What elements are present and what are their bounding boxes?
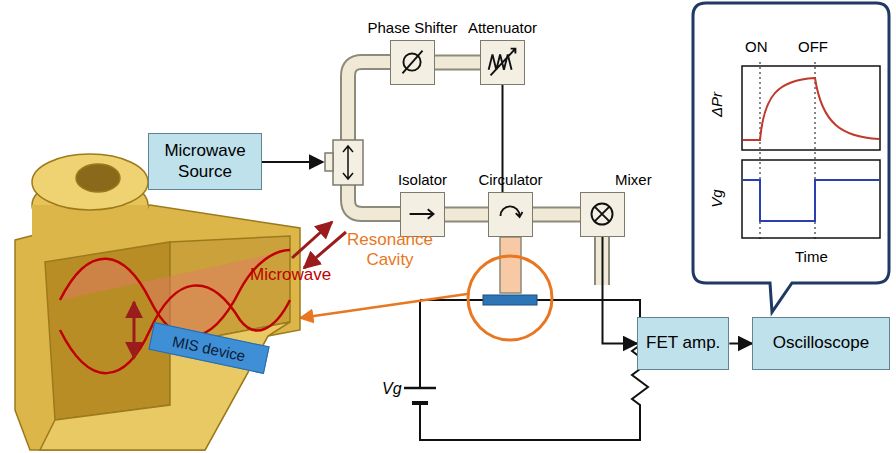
scope-callout-part (693, 3, 889, 312)
leader-arrow (300, 294, 467, 318)
component-symbol-part (592, 204, 613, 225)
node-text: Circulator (478, 171, 542, 188)
component-symbol (489, 193, 532, 236)
phase-shifter-box: Phase Shifter (390, 40, 435, 85)
waveguide-connector-part (445, 207, 488, 223)
node-text: Oscilloscope (773, 333, 869, 353)
scope-callout-part (742, 66, 880, 150)
scope-callout-part (760, 62, 815, 240)
node-text: MIS device (171, 332, 247, 364)
splitter-box-part (343, 146, 353, 179)
amplifier-box: FET amp. (637, 317, 729, 370)
bias-circuit-part (404, 387, 436, 390)
microwave-label: Microwave (250, 265, 331, 285)
off-label: OFF (798, 38, 828, 55)
node-text: Phase Shifter (367, 19, 457, 36)
bias-circuit-part (419, 300, 421, 388)
waveguide-connector (533, 214, 580, 215)
node-text: Microwave Source (157, 141, 253, 182)
splitter-box-part (333, 140, 363, 185)
gate-voltage-label: Vg (382, 380, 402, 398)
cavity-stub (500, 237, 521, 293)
component-symbol (401, 193, 444, 236)
scope-callout-part (743, 78, 879, 140)
signal-arrow-part (729, 343, 752, 345)
signal-arrow-part (603, 237, 638, 344)
scope-callout-part (743, 180, 879, 221)
bias-circuit-part (420, 300, 640, 345)
microwave-arrows-part (292, 222, 332, 258)
attenuator-box: Attenuator (480, 40, 525, 85)
time-axis-label: Time (795, 248, 828, 265)
cavity-illustration-part (32, 205, 148, 245)
cavity-label: Resonance Cavity (330, 230, 450, 269)
waveguide-connector (445, 214, 488, 215)
waveguide-connector (435, 62, 480, 63)
splitter-box-part (325, 153, 333, 171)
oscilloscope-box: Oscilloscope (752, 317, 890, 370)
mis-device-bar (483, 295, 537, 305)
node-text: FET amp. (646, 333, 720, 353)
circulator-box: Circulator (488, 192, 533, 237)
mixer-box: Mixer (580, 192, 625, 237)
node-text: Mixer (615, 171, 652, 188)
bias-circuit (404, 300, 648, 440)
component-symbol (391, 41, 434, 84)
splitter-box (325, 140, 363, 185)
component-symbol-part (402, 51, 422, 74)
component-symbol-part (489, 49, 516, 76)
bias-circuit-part (412, 401, 428, 405)
cavity-illustration-part (40, 322, 290, 450)
cavity-stub-part (500, 237, 521, 293)
component-symbol-part (594, 206, 609, 221)
microwave-arrows-part (304, 232, 346, 268)
cavity-illustration-part (32, 154, 148, 210)
cavity-illustration-part (60, 285, 290, 373)
component-symbol-part (410, 209, 434, 219)
cavity-illustration (15, 154, 300, 450)
component-symbol-part (500, 206, 522, 217)
cavity-illustration-part (15, 205, 300, 450)
node-text: Isolator (398, 171, 447, 188)
microwave-arrows-part (133, 302, 136, 358)
node-text: Attenuator (468, 19, 537, 36)
waveguide-connector-part (435, 57, 480, 69)
cavity-illustration-part (76, 164, 120, 192)
on-label: ON (745, 38, 768, 55)
signal-arrow (729, 343, 752, 344)
component-symbol (481, 41, 524, 84)
power-axis-label: ΔPr (708, 92, 725, 117)
component-symbol (581, 193, 624, 236)
waveguide-connector-part (533, 207, 580, 223)
bias-circuit-part (420, 345, 648, 440)
cavity-highlight (468, 256, 552, 340)
scope-callout-part (742, 160, 880, 238)
waveguide-connector-part (445, 209, 488, 221)
scope-callout (693, 3, 889, 312)
waveguide-connector-part (533, 209, 580, 221)
mis-device-plate: MIS device (148, 322, 269, 374)
waveguide-connector-part (435, 55, 480, 71)
gate-axis-label: Vg (708, 189, 725, 207)
signal-arrow (603, 237, 638, 344)
source-box: Microwave Source (148, 133, 262, 190)
